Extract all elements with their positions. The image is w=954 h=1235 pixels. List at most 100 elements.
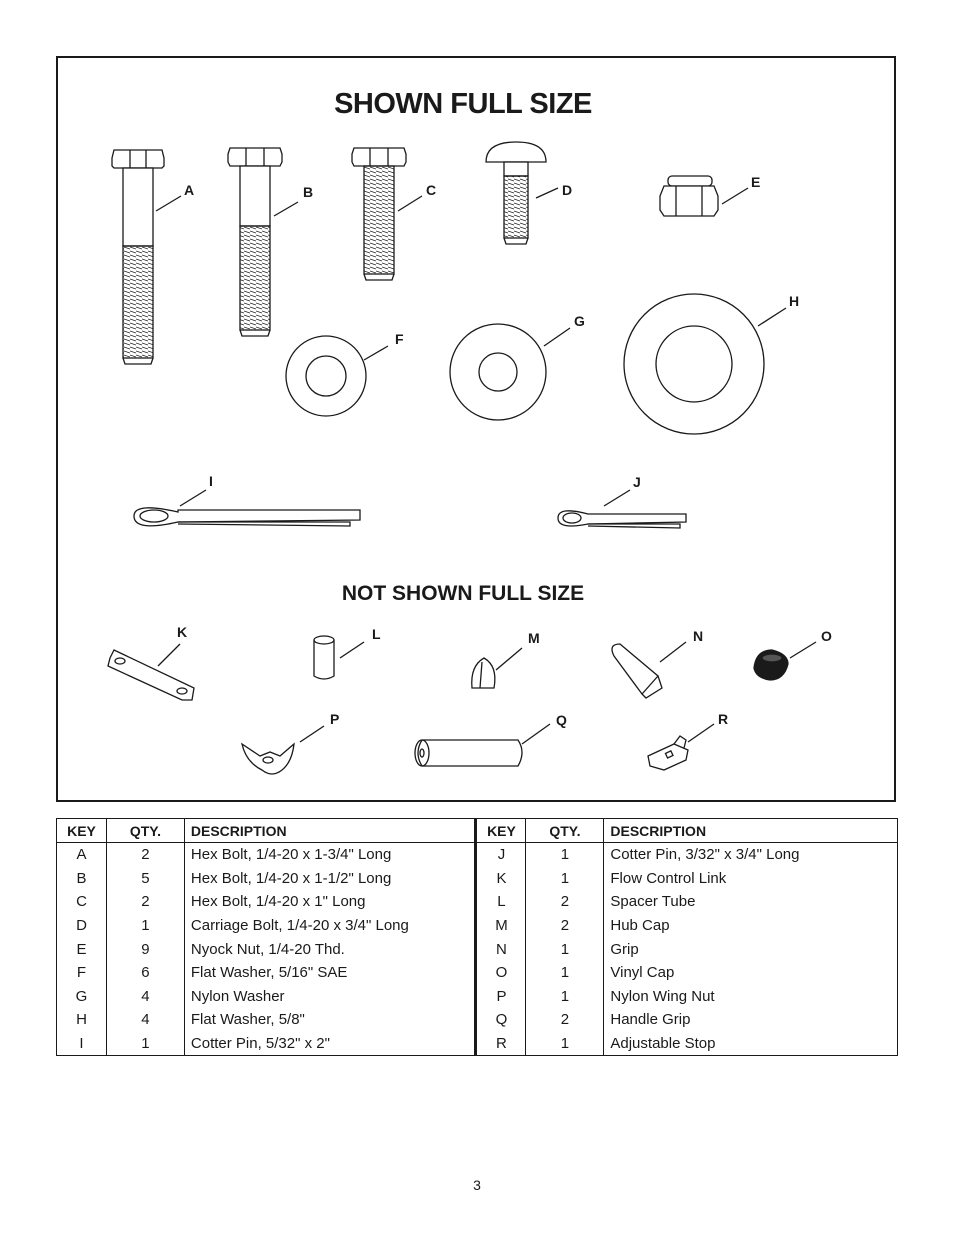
part-key-cell: D [56,913,107,938]
part-key-cell: R [475,1031,527,1057]
hex-bolt-b-drawing [227,147,299,337]
page-number: 3 [473,1177,481,1193]
part-description-cell: Hex Bolt, 1/4-20 x 1-1/2" Long [183,866,478,891]
part-key-cell: A [56,842,107,867]
not-shown-full-size-heading: NOT SHOWN FULL SIZE [341,582,585,605]
handle-grip-q-drawing [414,723,551,767]
part-key-cell: L [475,890,527,914]
part-qty-cell: 1 [525,1031,605,1057]
part-description-cell: Hex Bolt, 1/4-20 x 1" Long [183,890,478,914]
part-key-n-label: N [693,628,704,644]
part-qty-cell: 1 [525,866,605,891]
part-description-cell: Flow Control Link [603,866,898,891]
part-key-a-label: A [184,182,195,198]
part-qty-cell: 6 [105,960,185,985]
part-key-cell: J [475,842,527,867]
part-key-o-label: O [821,628,832,644]
part-description-cell: Vinyl Cap [603,960,898,985]
part-key-c-label: C [426,182,437,198]
part-qty-cell: 9 [105,937,185,961]
part-key-b-label: B [303,184,314,200]
key-column-header: KEY [475,818,527,843]
part-description-cell: Cotter Pin, 3/32" x 3/4" Long [603,842,898,867]
part-qty-cell: 1 [525,984,605,1009]
part-description-cell: Handle Grip [603,1008,898,1032]
part-key-g-label: G [574,313,585,329]
part-key-cell: O [475,960,527,985]
carriage-bolt-d-drawing [485,141,559,245]
hex-bolt-c-drawing [351,147,423,281]
part-key-m-label: M [528,630,540,646]
hardware-figure: SHOWN FULL SIZE NOT SHOWN FULL SIZE A B … [56,56,896,802]
part-key-j-label: J [633,474,641,490]
spacer-tube-l-drawing [313,635,365,680]
part-key-cell: K [475,866,527,891]
part-qty-cell: 4 [105,1008,185,1032]
part-key-k-label: K [177,624,188,640]
part-key-cell: C [56,890,107,914]
part-key-d-label: D [562,182,573,198]
adjustable-stop-r-drawing [647,723,715,771]
part-key-cell: N [475,937,527,961]
part-description-cell: Carriage Bolt, 1/4-20 x 3/4" Long [183,913,478,938]
grip-n-drawing [611,641,687,699]
nyock-nut-e-drawing [659,175,749,217]
part-key-f-label: F [395,331,404,347]
part-qty-cell: 1 [105,913,185,938]
part-qty-cell: 2 [105,842,185,867]
flat-washer-h-drawing [623,293,787,435]
description-column-header: DESCRIPTION [183,818,478,843]
part-description-cell: Grip [603,937,898,961]
shown-full-size-heading: SHOWN FULL SIZE [334,88,592,120]
part-key-cell: Q [475,1008,527,1032]
part-description-cell: Hub Cap [603,913,898,938]
flow-control-link-k-drawing [107,643,195,701]
part-qty-cell: 2 [525,913,605,938]
part-key-l-label: L [372,626,381,642]
part-qty-cell: 1 [105,1031,185,1057]
part-description-cell: Nylon Washer [183,984,478,1009]
part-description-cell: Adjustable Stop [603,1031,898,1057]
nylon-washer-g-drawing [449,323,571,421]
table-header-row: KEY QTY. DESCRIPTION KEY QTY. DESCRIPTIO… [56,818,898,843]
cotter-pin-i-drawing [133,489,361,527]
part-qty-cell: 2 [525,1008,605,1032]
flat-washer-f-drawing [285,335,389,417]
part-description-cell: Cotter Pin, 5/32" x 2" [183,1031,478,1057]
cotter-pin-j-drawing [557,489,687,529]
part-qty-cell: 4 [105,984,185,1009]
part-key-cell: B [56,866,107,891]
hub-cap-m-drawing [471,647,523,689]
qty-column-header: QTY. [105,818,185,843]
part-description-cell: Flat Washer, 5/16" SAE [183,960,478,985]
part-key-p-label: P [330,711,340,727]
key-column-header: KEY [56,818,107,843]
part-description-cell: Flat Washer, 5/8" [183,1008,478,1032]
part-key-q-label: Q [556,712,567,728]
parts-list-table: KEY QTY. DESCRIPTION KEY QTY. DESCRIPTIO… [56,818,898,1057]
part-qty-cell: 1 [525,960,605,985]
part-key-cell: G [56,984,107,1009]
part-key-cell: F [56,960,107,985]
part-description-cell: Nylon Wing Nut [603,984,898,1009]
part-qty-cell: 2 [105,890,185,914]
vinyl-cap-o-drawing [753,641,817,681]
part-key-cell: P [475,984,527,1009]
part-key-e-label: E [751,174,761,190]
part-key-cell: I [56,1031,107,1057]
part-key-h-label: H [789,293,800,309]
part-qty-cell: 5 [105,866,185,891]
part-description-cell: Spacer Tube [603,890,898,914]
part-description-cell: Hex Bolt, 1/4-20 x 1-3/4" Long [183,842,478,867]
part-qty-cell: 2 [525,890,605,914]
hardware-drawings [107,141,817,775]
